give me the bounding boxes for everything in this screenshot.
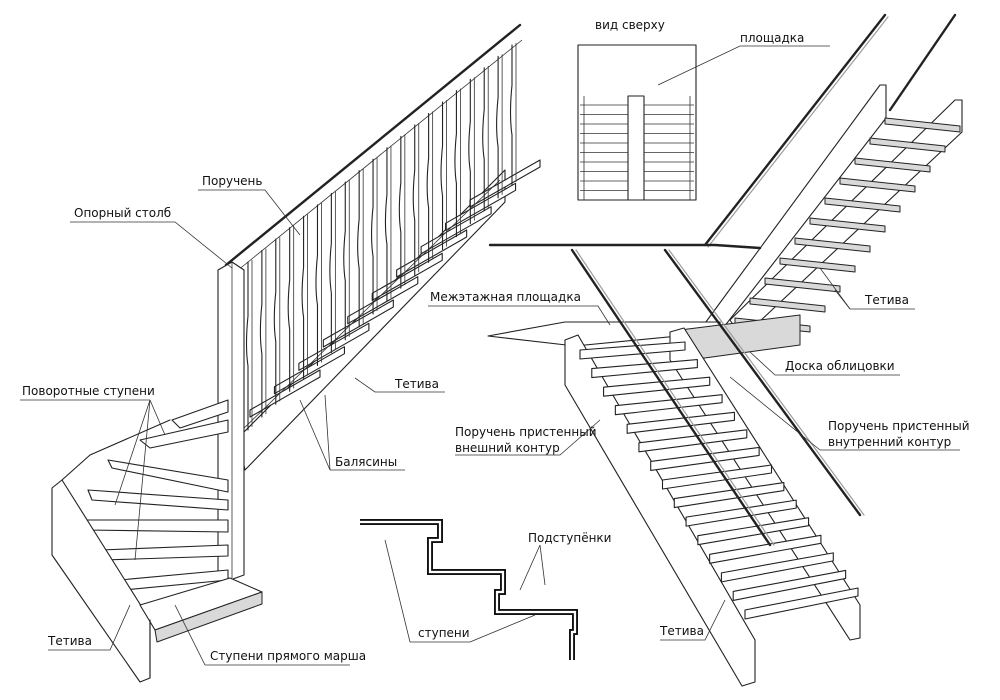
upper-flight-treads-right: [734, 117, 961, 333]
baluster: [398, 135, 402, 289]
handrail-rail: [224, 23, 522, 267]
winder-staircase-drawing: [51, 23, 541, 683]
label-landing: площадка: [740, 31, 804, 45]
profile-inner: [360, 520, 577, 660]
upper-right-tread: [794, 237, 871, 253]
lower-tread: [744, 587, 859, 620]
lower-flight-treads: [579, 341, 859, 620]
lower-tread: [591, 359, 698, 379]
baluster: [287, 227, 291, 392]
wall-rail-inner-line: [663, 248, 862, 517]
baluster: [384, 147, 388, 302]
baluster: [468, 78, 471, 225]
baluster: [371, 158, 374, 315]
baluster: [245, 261, 249, 431]
upper-flight-treads: [249, 159, 541, 418]
upper-tread: [347, 276, 419, 325]
label-intermediate-landing: Межэтажная площадка: [430, 290, 581, 304]
upper-right-tread: [839, 177, 916, 193]
label-risers: Подступёнки: [528, 531, 611, 545]
baluster: [440, 101, 444, 251]
label-stringer-left: Тетива: [47, 634, 92, 648]
lower-tread: [661, 464, 773, 490]
plan-outline: [577, 44, 697, 201]
upper-right-tread: [809, 217, 886, 233]
balusters-group: [245, 43, 517, 431]
label-straight-steps: Ступени прямого марша: [210, 649, 366, 663]
label-wall-rail-outer-1: Поручень пристенный: [455, 425, 597, 439]
upper-wall-edge-2: [888, 13, 957, 112]
leader-lines: [20, 45, 960, 666]
upper-right-tread: [869, 137, 946, 153]
baluster: [412, 124, 416, 276]
plan-well: [627, 95, 645, 201]
lower-tread: [603, 376, 711, 397]
label-wall-rail-inner-1: Поручень пристенный: [828, 419, 970, 433]
label-top-view: вид сверху: [595, 18, 665, 32]
lower-tread: [638, 429, 748, 453]
lower-tread: [626, 411, 735, 434]
lower-tread: [579, 341, 686, 360]
upper-tread: [322, 299, 394, 348]
lower-flight-stringer: [564, 334, 756, 687]
upper-tread: [396, 229, 468, 278]
label-stringer-mid: Тетива: [394, 377, 439, 391]
baluster: [496, 55, 499, 199]
upper-wall-edge-1b: [707, 16, 889, 248]
step-profile-section: [360, 519, 578, 660]
baluster: [273, 238, 277, 405]
label-facing-board: Доска облицовки: [785, 359, 895, 373]
baluster: [509, 44, 513, 186]
label-wall-rail-outer-2: внешний контур: [455, 441, 560, 455]
lower-tread: [685, 499, 797, 527]
upper-right-tread: [824, 197, 901, 213]
lower-tread: [709, 534, 822, 564]
upper-right-tread: [764, 277, 841, 293]
lower-tread: [673, 482, 785, 509]
baluster: [329, 192, 332, 354]
label-newel-post: Опорный столб: [74, 206, 171, 220]
baluster: [357, 170, 360, 328]
lower-tread: [614, 394, 723, 416]
upper-right-tread: [884, 117, 961, 133]
label-stringer-right: Тетива: [864, 293, 909, 307]
lower-tread: [720, 552, 834, 583]
upper-wall-edge-1: [703, 13, 887, 247]
wall-rail-inner-line-b: [668, 249, 865, 516]
label-winder-steps: Поворотные ступени: [22, 384, 155, 398]
baluster: [454, 90, 457, 238]
upper-right-tread: [779, 257, 856, 273]
label-wall-rail-inner-2: внутренний контур: [828, 435, 951, 449]
two-flight-staircase-drawing: [487, 13, 963, 687]
baluster: [315, 204, 319, 367]
baluster: [301, 215, 305, 379]
bottom-step-front: [154, 591, 263, 643]
label-treads: ступени: [418, 626, 470, 640]
label-handrail: Поручень: [202, 174, 262, 188]
baluster: [482, 67, 485, 212]
baluster: [343, 181, 346, 341]
label-stringer-bottom: Тетива: [659, 624, 704, 638]
floor-edge-line: [488, 243, 762, 250]
labels: вид сверху площадка Поручень Опорный сто…: [22, 18, 970, 663]
wall-rail-outer-line-b: [575, 249, 775, 546]
winder-stringer-top: [61, 419, 171, 481]
lower-tread: [697, 517, 810, 546]
wall-rail-outer-line: [570, 248, 772, 547]
upper-right-tread: [749, 297, 826, 313]
lower-tread: [732, 569, 847, 601]
baluster: [426, 112, 430, 263]
lower-tread: [650, 446, 760, 471]
plan-steps: [580, 96, 694, 200]
top-view-plan: [577, 44, 697, 201]
upper-right-tread: [854, 157, 931, 173]
label-balusters: Балясины: [335, 455, 397, 469]
baluster: [259, 250, 263, 418]
